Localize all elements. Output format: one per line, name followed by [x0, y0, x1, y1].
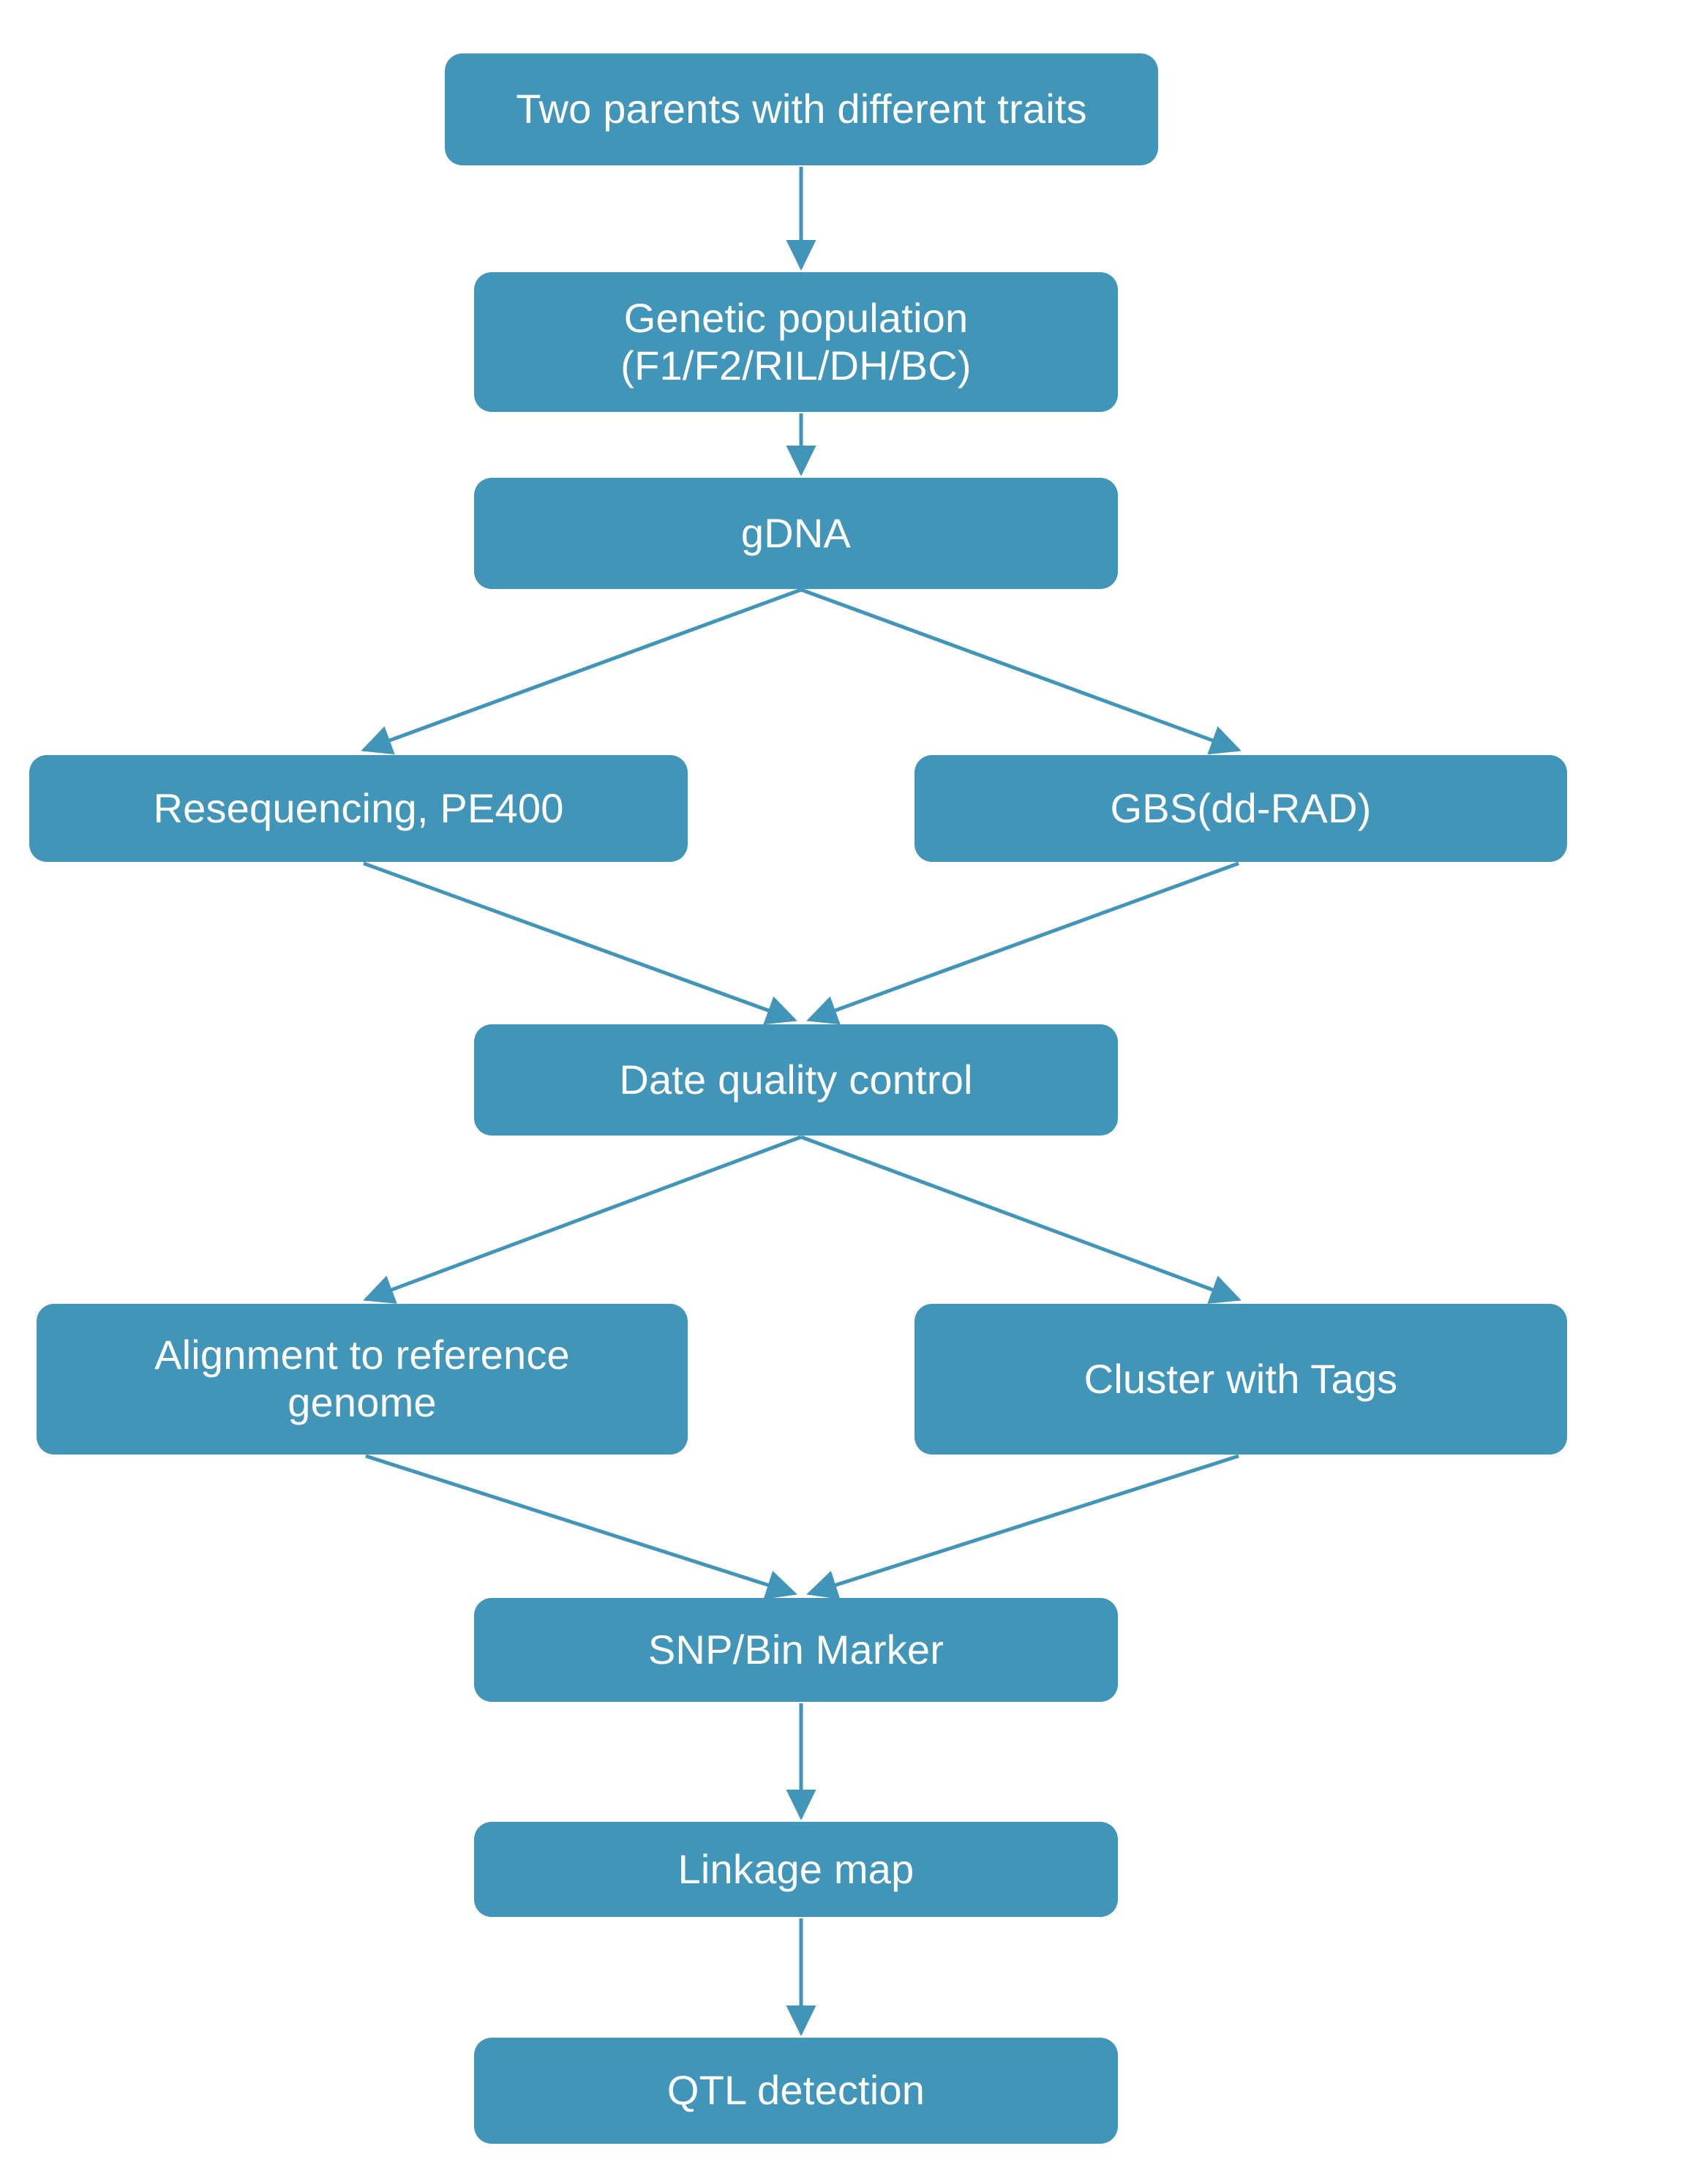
edge-alignment-to-snp: [365, 1454, 797, 1599]
node-two-parents-with-different-traits[interactable]: Two parents with different traits: [445, 53, 1158, 165]
node-label: Two parents with different traits: [516, 86, 1087, 132]
node-label: Alignment to reference genome: [154, 1332, 570, 1425]
node-label: Resequencing, PE400: [153, 784, 564, 831]
edge-qc-to-cluster: [800, 1135, 1242, 1304]
node-label: Linkage map: [677, 1845, 915, 1892]
edge-gbs-to-qc: [806, 861, 1239, 1025]
node-label: Cluster with Tags: [1084, 1355, 1398, 1402]
node-label: Date quality control: [619, 1056, 973, 1103]
node-genetic-population[interactable]: Genetic population (F1/F2/RIL/DH/BC): [474, 272, 1118, 412]
node-label: GBS(dd-RAD): [1110, 784, 1372, 831]
edge-resequencing-to-qc: [363, 861, 797, 1025]
node-date-quality-control[interactable]: Date quality control: [474, 1024, 1118, 1136]
node-gbs-dd-rad[interactable]: GBS(dd-RAD): [915, 755, 1567, 862]
node-label: gDNA: [740, 509, 852, 556]
node-gdna[interactable]: gDNA: [474, 478, 1118, 589]
edge-gdna-to-resequencing: [361, 588, 802, 755]
node-snp-bin-marker[interactable]: SNP/Bin Marker: [474, 1598, 1118, 1702]
node-label: QTL detection: [666, 2067, 925, 2114]
edge-qc-to-alignment: [363, 1135, 802, 1304]
node-label: SNP/Bin Marker: [647, 1626, 944, 1673]
edge-cluster-to-snp: [806, 1454, 1239, 1599]
node-cluster-with-tags[interactable]: Cluster with Tags: [915, 1304, 1567, 1455]
node-resequencing-pe400[interactable]: Resequencing, PE400: [29, 755, 688, 862]
node-linkage-map[interactable]: Linkage map: [474, 1822, 1118, 1917]
node-alignment-to-reference-genome[interactable]: Alignment to reference genome: [37, 1304, 688, 1455]
node-qtl-detection[interactable]: QTL detection: [474, 2038, 1118, 2144]
node-label: Genetic population (F1/F2/RIL/DH/BC): [620, 294, 972, 389]
edge-gdna-to-gbs: [800, 588, 1242, 755]
